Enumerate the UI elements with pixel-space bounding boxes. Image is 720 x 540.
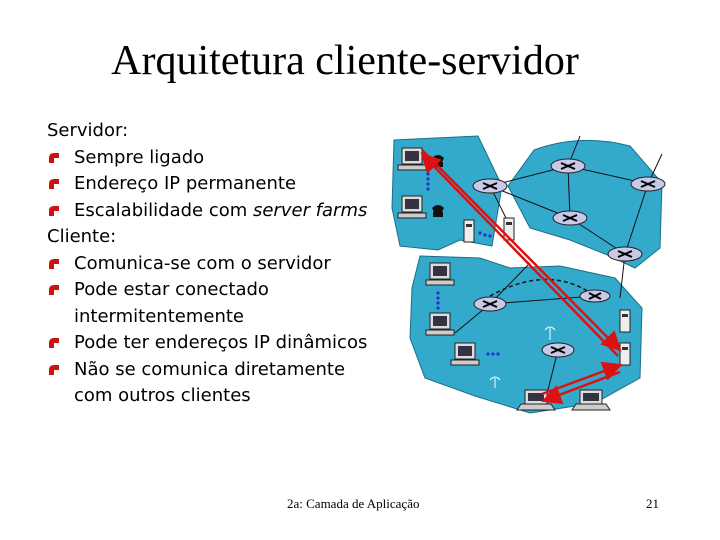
bullet-icon (48, 152, 60, 164)
bullet-icon (48, 337, 60, 349)
server-bullet-1: Sempre ligado (47, 145, 377, 172)
slide-title: Arquitetura cliente-servidor (111, 38, 579, 84)
bullet-icon (48, 178, 60, 190)
client-bullet-3-text: Pode ter endereços IP dinâmicos (74, 332, 368, 353)
page-number: 21 (646, 496, 659, 511)
router-icon (550, 158, 586, 174)
bullet-icon (48, 364, 60, 376)
client-bullet-3: Pode ter endereços IP dinâmicos (47, 330, 377, 357)
server-bullet-2-text: Endereço IP permanente (74, 173, 297, 194)
server-bullet-3-text: Escalabilidade com (74, 199, 253, 221)
server-heading: Servidor: (47, 120, 129, 141)
pc-icon (425, 312, 455, 336)
router-icon (472, 178, 508, 194)
client-heading: Cliente: (47, 226, 117, 247)
pc-icon (397, 195, 427, 219)
pc-icon (425, 262, 455, 286)
antenna-icon (489, 326, 556, 388)
router-icon (607, 246, 643, 262)
server-bullet-3: Escalabilidade com server farms (47, 198, 377, 225)
client-bullet-2-text: Pode estar conectado intermitentemente (74, 279, 269, 327)
bullet-icon (48, 205, 60, 217)
server-icon (503, 217, 515, 241)
router-icon (630, 176, 666, 192)
network-region-right (507, 139, 663, 269)
text-content: Servidor: Sempre ligado Endereço IP perm… (47, 118, 377, 410)
footer-text: 2a: Camada de Aplicação (287, 496, 420, 511)
phone-icon (432, 205, 444, 217)
router-icon (541, 342, 575, 358)
bullet-icon (48, 284, 60, 296)
server-bullet-1-text: Sempre ligado (74, 146, 205, 168)
connection-arrows (420, 149, 623, 405)
server-icon (463, 219, 475, 243)
laptop-icon (571, 389, 611, 411)
client-bullet-4-text: Não se comunica diretamente com outros c… (74, 358, 346, 407)
client-bullet-1-text: Comunica-se com o servidor (74, 252, 331, 274)
bullet-icon (48, 258, 60, 270)
router-icon (473, 296, 507, 312)
router-icon (579, 289, 611, 303)
server-bullet-3-italic: server farms (252, 199, 368, 221)
network-diagram (391, 135, 666, 414)
router-icon (552, 210, 588, 226)
client-bullet-2: Pode estar conectado intermitentemente (47, 277, 377, 330)
client-bullet-4: Não se comunica diretamente com outros c… (47, 357, 377, 410)
client-bullet-1: Comunica-se com o servidor (47, 251, 377, 278)
server-icon (619, 342, 631, 366)
server-bullet-2: Endereço IP permanente (47, 171, 377, 198)
server-icon (619, 309, 631, 333)
pc-icon (450, 342, 480, 366)
